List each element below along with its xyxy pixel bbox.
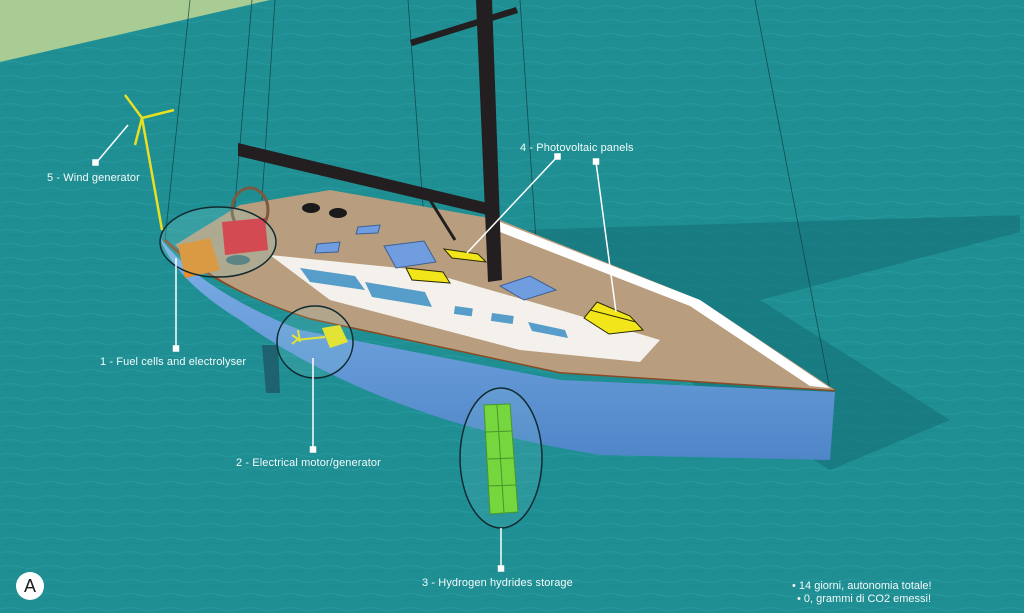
deck (175, 190, 835, 390)
callout-leaders (92, 124, 617, 572)
pv-panel (405, 267, 451, 284)
fuel-cells-electrolyser (178, 218, 268, 278)
fuel-cells-highlight-ellipse (159, 206, 277, 278)
mast (476, 0, 502, 282)
figure-badge: A (16, 572, 44, 600)
electrical-motor-generator (291, 325, 348, 348)
callout-hydrides-storage: 3 - Hydrogen hydrides storage (422, 577, 573, 589)
wind-generator (123, 94, 175, 231)
deck-hatches (314, 224, 558, 301)
callout-photovoltaic-panels: 4 - Photovoltaic panels (520, 142, 634, 154)
callout-motor-generator: 2 - Electrical motor/generator (236, 457, 381, 469)
bow-white (500, 222, 830, 388)
land-strip (0, 0, 270, 62)
callout-fuel-cells: 1 - Fuel cells and electrolyser (100, 356, 247, 368)
hydrogen-hydrides-storage (483, 403, 519, 515)
hull (160, 238, 835, 460)
cabin-windows (300, 268, 568, 338)
note-autonomy: • 14 giorni, autonomia totale! (792, 580, 932, 592)
summary-notes: • 14 giorni, autonomia totale! • 0, gram… (792, 580, 932, 606)
photovoltaic-panels (405, 248, 645, 335)
keel (262, 345, 280, 393)
spreader (410, 7, 518, 46)
pv-panel (583, 301, 645, 335)
storage-highlight-ellipse (459, 387, 543, 529)
callout-wind-generator: 5 - Wind generator (47, 172, 140, 184)
note-co2: • 0, grammi di CO2 emessi! (797, 593, 932, 605)
motor-highlight-ellipse (276, 305, 354, 379)
boom (238, 143, 488, 215)
winches (302, 203, 347, 218)
